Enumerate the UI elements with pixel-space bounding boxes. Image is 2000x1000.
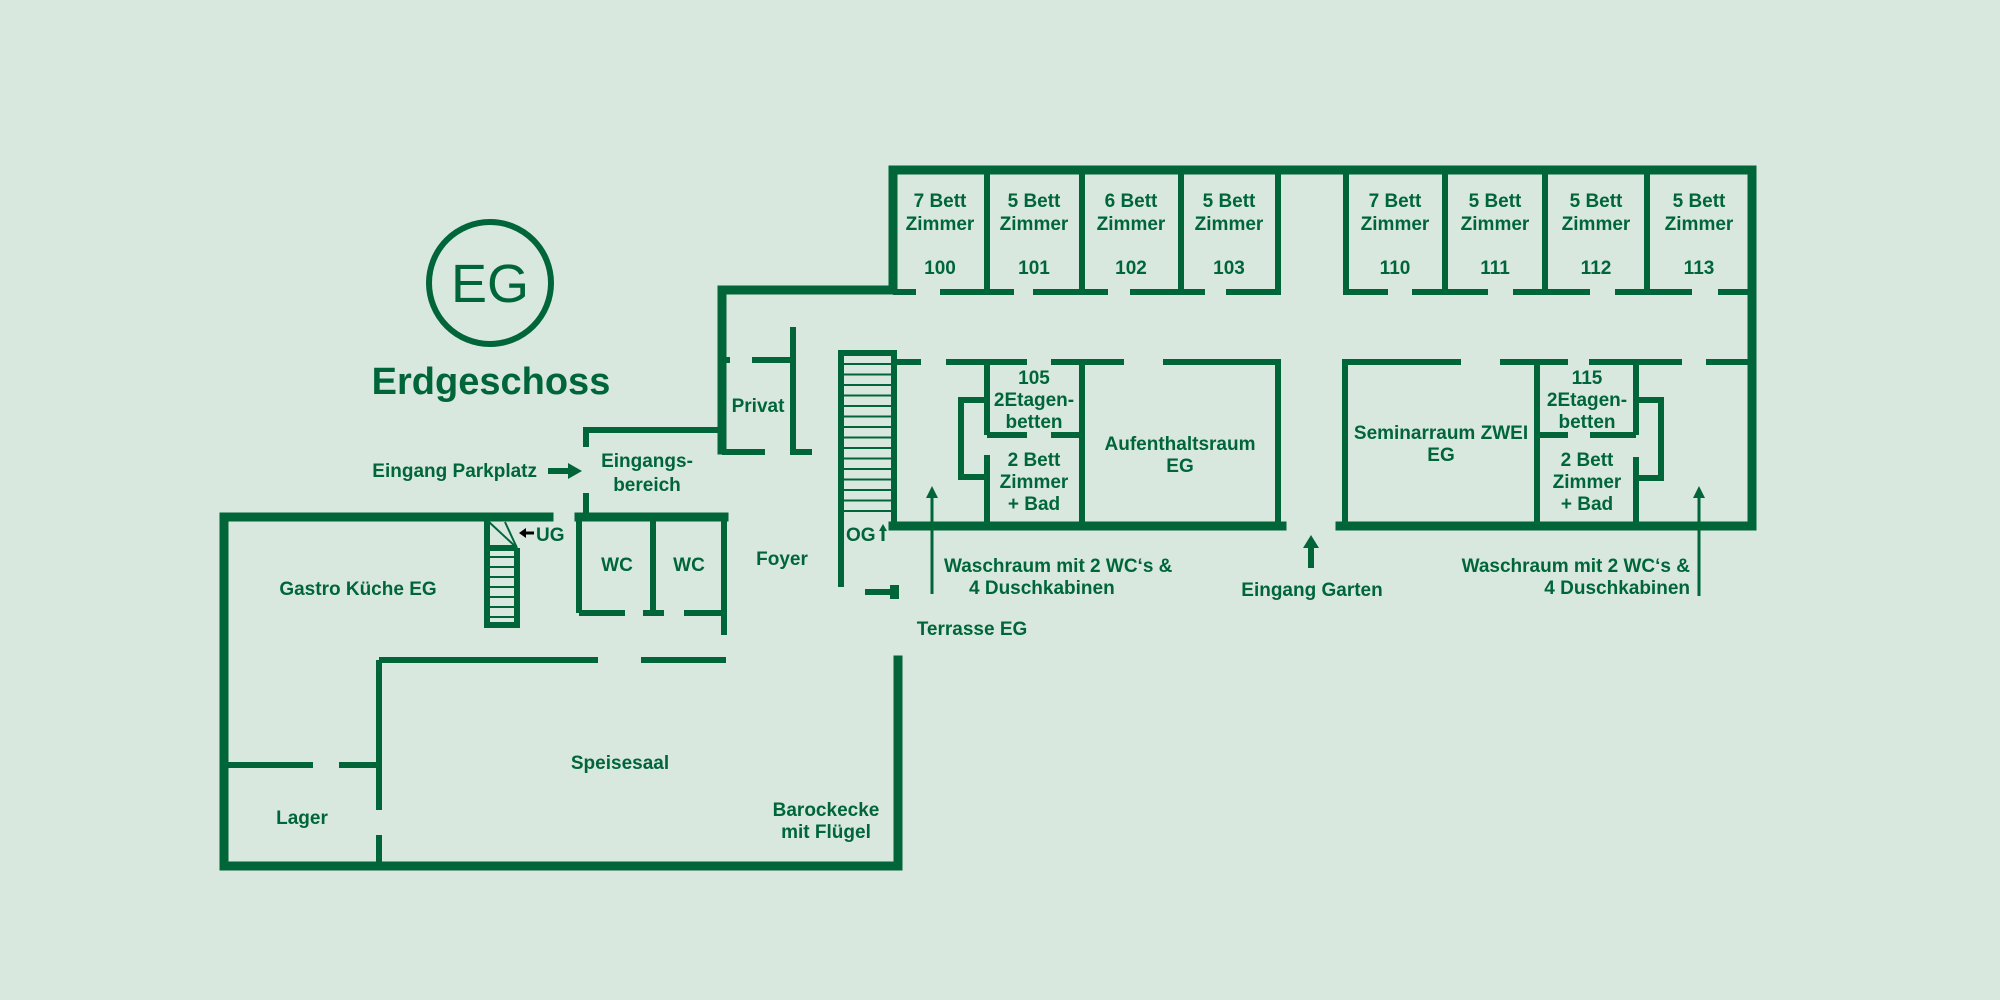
room-100-line1: 7 Bett [914, 191, 967, 212]
room-110-line2: Zimmer [1361, 214, 1430, 235]
room-111-line2: Zimmer [1461, 214, 1530, 235]
badge-label: EG [451, 254, 529, 314]
room-115-line2: betten [1559, 412, 1616, 433]
room-100-line2: Zimmer [906, 214, 975, 235]
room-105-line1: 2Etagen- [994, 390, 1074, 411]
floor-badge: EG [426, 219, 554, 347]
waschraum-left-line1: Waschraum mit 2 WC‘s & [944, 556, 1173, 577]
arrow-icon-waschraum-left [926, 486, 938, 594]
arrow-up-icon-og [879, 524, 887, 541]
bad-left-line2: Zimmer [1000, 472, 1069, 493]
seminar-line1: Seminarraum ZWEI [1354, 423, 1528, 444]
eingang-parkplatz-label: Eingang Parkplatz [372, 461, 537, 482]
room-112-line1: 5 Bett [1570, 191, 1623, 212]
speisesaal-label: Speisesaal [571, 753, 669, 774]
wc-walls [576, 517, 727, 635]
eingangsbereich-line1: Eingangs- [601, 451, 693, 472]
room-115-number: 115 [1572, 368, 1603, 389]
room-103-line2: Zimmer [1195, 214, 1264, 235]
kueche-label: Gastro Küche EG [279, 579, 436, 600]
room-102-line2: Zimmer [1097, 214, 1166, 235]
room-105-number: 105 [1018, 368, 1050, 389]
room-101-line2: Zimmer [1000, 214, 1069, 235]
aufenthalt-line2: EG [1166, 456, 1193, 477]
arrow-icon-ug [519, 528, 534, 538]
badge-circle [426, 219, 554, 347]
waschraum-left-line2: 4 Duschkabinen [969, 578, 1115, 599]
barockecke-line1: Barockecke [773, 800, 880, 821]
room-102-number: 102 [1115, 258, 1147, 279]
og-label: OG [846, 525, 876, 546]
room-111-number: 111 [1480, 258, 1510, 279]
corridor-wall-south [894, 359, 1750, 526]
room-110-number: 110 [1380, 258, 1411, 279]
eingang-garten-label: Eingang Garten [1241, 580, 1382, 601]
room-113-number: 113 [1684, 258, 1715, 279]
room-103-number: 103 [1213, 258, 1245, 279]
privat-walls [722, 327, 842, 455]
arrow-icon-waschraum-right [1693, 486, 1705, 596]
room-105-line2: betten [1006, 412, 1063, 433]
room-115-line1: 2Etagen- [1547, 390, 1627, 411]
lager-label: Lager [276, 808, 328, 829]
floor-title: Erdgeschoss [372, 361, 611, 403]
room-112-number: 112 [1581, 258, 1612, 279]
room-101-line1: 5 Bett [1008, 191, 1061, 212]
room-102-line1: 6 Bett [1105, 191, 1158, 212]
room-112-line2: Zimmer [1562, 214, 1631, 235]
terrace-door-marker [865, 585, 899, 599]
walls [219, 165, 1757, 871]
waschraum-right-line1: Waschraum mit 2 WC‘s & [1462, 556, 1691, 577]
staircase-og [838, 350, 897, 587]
bad-right-line3: + Bad [1561, 494, 1613, 515]
wc-label-2: WC [673, 555, 705, 576]
room-110-line1: 7 Bett [1369, 191, 1422, 212]
bad-left-line1: 2 Bett [1008, 450, 1061, 471]
aufenthalt-line1: Aufenthaltsraum [1105, 434, 1256, 455]
dining-wing-walls [219, 512, 903, 871]
seminar-line2: EG [1427, 445, 1454, 466]
room-113-line1: 5 Bett [1673, 191, 1726, 212]
entrance-walls [574, 427, 729, 522]
room-111-line1: 5 Bett [1469, 191, 1522, 212]
staircase-ug [484, 517, 520, 628]
terrasse-label: Terrasse EG [917, 619, 1028, 640]
eingangsbereich-line2: bereich [613, 475, 681, 496]
barockecke-line2: mit Flügel [781, 822, 871, 843]
outer-wall-north [717, 165, 1757, 531]
foyer-label: Foyer [756, 549, 808, 570]
arrow-icon-parkplatz [548, 463, 582, 479]
wc-label-1: WC [601, 555, 633, 576]
room-101-number: 101 [1018, 258, 1050, 279]
waschraum-right-line2: 4 Duschkabinen [1544, 578, 1690, 599]
room-113-line2: Zimmer [1665, 214, 1734, 235]
room-100-number: 100 [924, 258, 956, 279]
room-103-line1: 5 Bett [1203, 191, 1256, 212]
bad-left-line3: + Bad [1008, 494, 1060, 515]
bad-right-line2: Zimmer [1553, 472, 1622, 493]
privat-label: Privat [732, 396, 785, 417]
bad-right-line1: 2 Bett [1561, 450, 1614, 471]
arrow-icon-garten [1303, 535, 1319, 568]
room-dividers [984, 170, 1650, 292]
ug-label: UG [536, 525, 565, 546]
